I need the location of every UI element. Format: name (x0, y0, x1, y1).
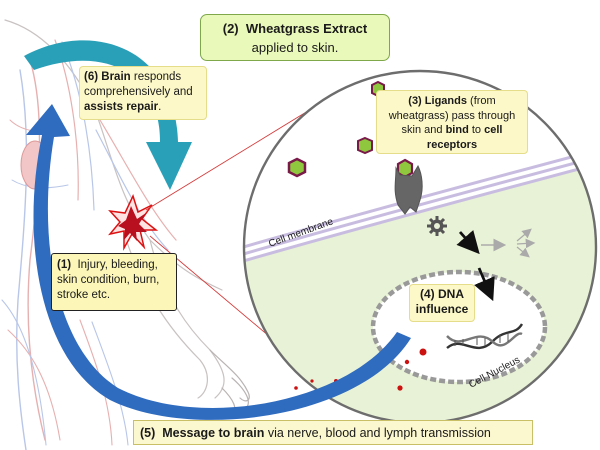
ligand-icon (287, 157, 307, 178)
ligand-icon (357, 136, 373, 155)
cell-receptor-icon (394, 164, 423, 215)
step-3-ligands-label: (3) Ligands (from wheatgrass) pass throu… (376, 90, 528, 154)
dna-arrow (474, 267, 495, 302)
signal-arrow (456, 230, 480, 255)
step-2-wheatgrass-label: (2) Wheatgrass Extract applied to skin. (200, 14, 390, 61)
injury-wound-icon (108, 193, 159, 251)
step-1-injury-label: (1) Injury, bleeding, skin condition, bu… (51, 253, 177, 311)
dna-helix-icon (446, 323, 524, 349)
signal-gear-icon (427, 216, 447, 236)
signal-scatter-arrows (516, 228, 536, 258)
step-5-message-label: (5) Message to brain via nerve, blood an… (133, 420, 533, 445)
message-to-brain-arrow (26, 104, 411, 420)
step-4-dna-label: (4) DNA influence (409, 284, 475, 322)
step-6-brain-label: (6) Brain responds comprehensively and a… (79, 66, 207, 120)
